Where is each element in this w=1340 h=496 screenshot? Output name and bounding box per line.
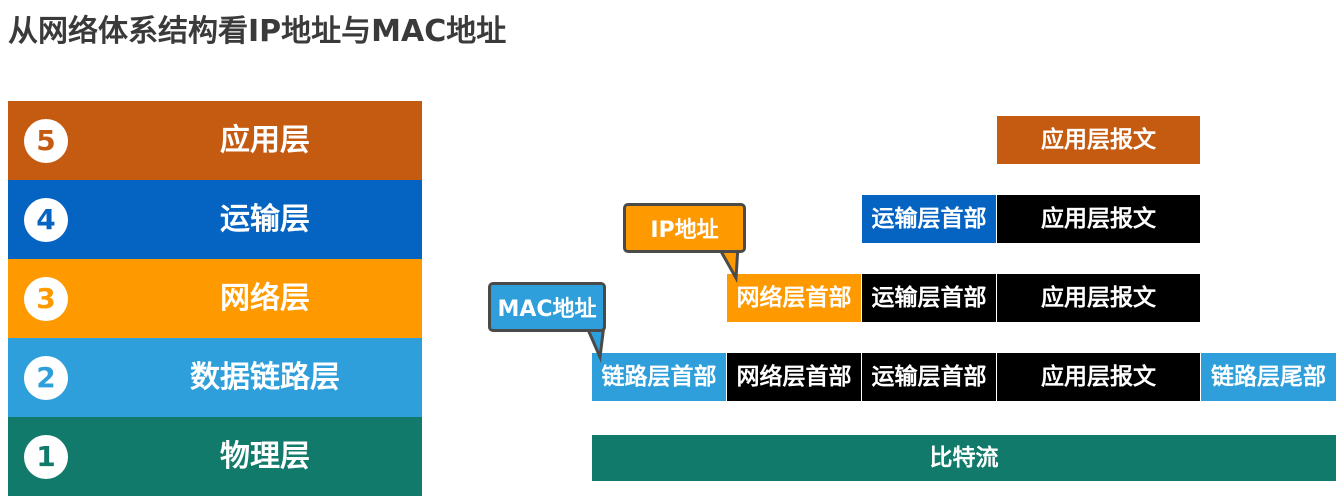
transport-header-block: 运输层首部 [862,274,996,322]
network-header-block: 网络层首部 [727,353,861,401]
ip-address-callout: IP地址 [623,203,746,253]
layer-number-badge: 4 [24,198,68,242]
page-title: 从网络体系结构看IP地址与MAC地址 [8,14,507,49]
layer-application: 5 应用层 [8,101,422,180]
application-message-block: 应用层报文 [997,274,1200,322]
network-header-block: 网络层首部 [727,274,861,322]
link-trailer-block: 链路层尾部 [1201,353,1336,401]
transport-header-block: 运输层首部 [862,353,996,401]
layer-name: 物理层 [220,439,310,474]
transport-header-block: 运输层首部 [862,195,996,243]
application-message-block: 应用层报文 [997,195,1200,243]
layer-physical: 1 物理层 [8,417,422,496]
layer-number-badge: 2 [24,356,68,400]
layer-number-badge: 3 [24,277,68,321]
layer-name: 应用层 [220,123,310,158]
layer-transport: 4 运输层 [8,180,422,259]
layer-network: 3 网络层 [8,259,422,338]
layer-number-badge: 5 [24,119,68,163]
link-header-block: 链路层首部 [592,353,726,401]
mac-address-callout: MAC地址 [488,282,606,332]
layer-name: 运输层 [220,202,310,237]
layer-number-badge: 1 [24,435,68,479]
layer-data-link: 2 数据链路层 [8,338,422,417]
layer-name: 网络层 [220,281,310,316]
bitstream-block: 比特流 [592,435,1336,481]
layer-name: 数据链路层 [190,360,340,395]
application-message-block: 应用层报文 [997,116,1200,164]
application-message-block: 应用层报文 [997,353,1200,401]
